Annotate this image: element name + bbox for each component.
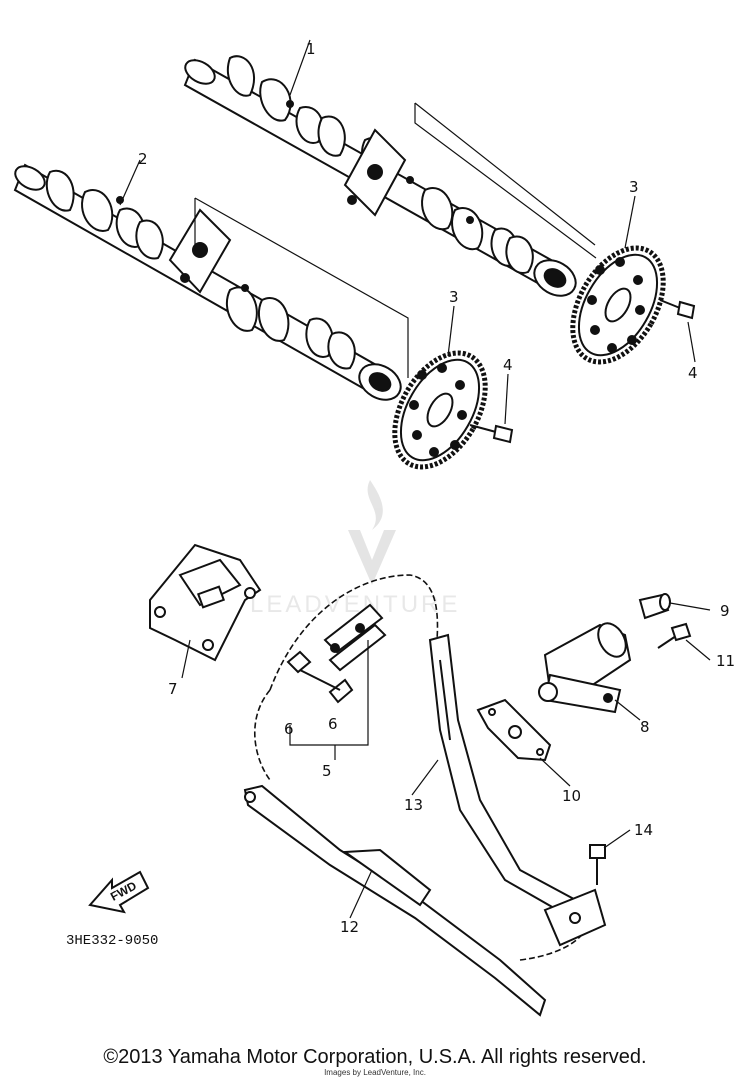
copyright-notice: ©2013 Yamaha Motor Corporation, U.S.A. A… — [103, 1046, 647, 1068]
callout-3a: 3 — [629, 178, 639, 196]
bolt-upper[interactable] — [659, 299, 696, 320]
image-credit: Images by LeadVenture, Inc. — [324, 1068, 426, 1077]
callout-6b: 6 — [328, 715, 338, 733]
timing-chain[interactable] — [253, 574, 591, 961]
leader-lines — [119, 39, 597, 378]
callout-1: 1 — [306, 40, 316, 58]
callout-leaders — [181, 195, 711, 919]
sprocket-lower[interactable] — [376, 337, 504, 482]
parts-diagram: LEADVENTURE — [11, 39, 735, 1017]
watermark-logo: LEADVENTURE — [250, 480, 460, 618]
callout-10: 10 — [562, 787, 581, 805]
callout-6a: 6 — [284, 720, 294, 738]
callout-bracket-5 — [289, 640, 369, 760]
part-code-label: 3HE332-9050 — [66, 933, 158, 949]
bolt-lower[interactable] — [469, 424, 514, 444]
cap-bolt[interactable] — [638, 593, 671, 620]
tensioner-bolt[interactable] — [657, 622, 692, 649]
chain-guide-rear[interactable] — [428, 633, 607, 947]
callout-3b: 3 — [449, 288, 459, 306]
callout-14: 14 — [634, 821, 653, 839]
callout-5: 5 — [322, 762, 332, 780]
callout-11: 11 — [716, 652, 735, 670]
callouts: 1 2 3 3 4 4 5 6 6 7 8 9 10 11 12 13 14 — [138, 40, 735, 936]
chain-guide-front[interactable] — [243, 784, 547, 1017]
callout-7: 7 — [168, 680, 178, 698]
callout-4b: 4 — [503, 356, 513, 374]
gasket[interactable] — [476, 698, 552, 762]
callout-2: 2 — [138, 150, 148, 168]
guide-bolt[interactable] — [589, 844, 606, 885]
callout-8: 8 — [640, 718, 650, 736]
chain-joint[interactable] — [286, 603, 387, 704]
callout-9: 9 — [720, 602, 730, 620]
chain-guide-top[interactable] — [149, 543, 262, 662]
chain-tensioner[interactable] — [538, 618, 632, 714]
camshaft-upper[interactable] — [181, 55, 582, 303]
callout-12: 12 — [340, 918, 359, 936]
callout-13: 13 — [404, 796, 423, 814]
fwd-arrow: FWD — [88, 870, 150, 914]
callout-4a: 4 — [688, 364, 698, 382]
sprocket-upper[interactable] — [554, 232, 682, 377]
watermark-text: LEADVENTURE — [250, 591, 460, 618]
camshaft-lower[interactable] — [11, 161, 407, 407]
